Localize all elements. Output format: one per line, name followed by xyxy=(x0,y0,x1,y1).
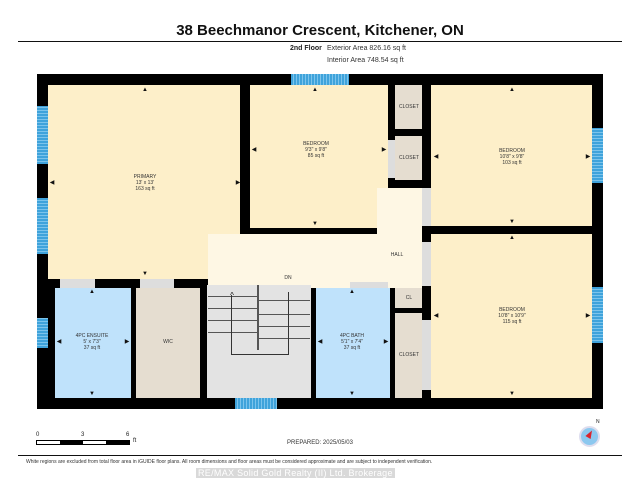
window xyxy=(235,398,277,409)
room-wic xyxy=(136,288,200,398)
dimension-arrow-icon: ▼ xyxy=(142,271,148,277)
door-closet-2[interactable] xyxy=(388,140,395,178)
window xyxy=(592,287,603,343)
room-label-closet-1: CLOSET xyxy=(398,104,420,110)
stair-tread xyxy=(258,326,310,327)
dimension-arrow-icon: ▲ xyxy=(509,235,515,241)
room-stairs xyxy=(207,285,311,398)
room-label-wic: WIC xyxy=(163,339,173,345)
stair-path xyxy=(288,292,289,355)
stair-tread xyxy=(208,320,258,321)
stair-rail xyxy=(257,285,259,350)
dimension-arrow-icon: ◀ xyxy=(56,339,62,345)
window xyxy=(37,318,48,348)
room-closet-2 xyxy=(395,136,422,180)
dimension-arrow-icon: ▶ xyxy=(585,154,591,160)
door-bedroom-3[interactable] xyxy=(422,188,431,226)
dimension-arrow-icon: ▼ xyxy=(89,391,95,397)
door-wic[interactable] xyxy=(140,279,174,288)
dimension-arrow-icon: ▶ xyxy=(235,180,241,186)
dimension-arrow-icon: ▲ xyxy=(142,87,148,93)
room-label-bedroom-2: BEDROOM 9'3" x 9'8" 85 sq ft xyxy=(303,141,329,159)
dimension-arrow-icon: ▲ xyxy=(89,289,95,295)
dimension-arrow-icon: ▼ xyxy=(509,219,515,225)
window xyxy=(592,128,603,183)
disclaimer: White regions are excluded from total fl… xyxy=(26,459,433,465)
window xyxy=(37,106,48,164)
dimension-arrow-icon: ▶ xyxy=(124,339,130,345)
dimension-arrow-icon: ▼ xyxy=(509,391,515,397)
room-label-cl: CL xyxy=(405,295,413,301)
scale-tick-0: 0 xyxy=(36,432,40,438)
dimension-arrow-icon: ▶ xyxy=(381,147,387,153)
door-closet-3[interactable] xyxy=(422,320,431,390)
room-bedroom-3 xyxy=(431,85,592,226)
dimension-arrow-icon: ◀ xyxy=(49,180,55,186)
dimension-arrow-icon: ▲ xyxy=(349,289,355,295)
room-label-bath: 4PC BATH 5'1" x 7'4" 37 sq ft xyxy=(339,333,365,351)
room-hall-entry xyxy=(377,188,422,238)
interior-area: Interior Area 748.54 sq ft xyxy=(327,57,404,64)
dimension-arrow-icon: ▼ xyxy=(349,391,355,397)
dimension-arrow-icon: ▶ xyxy=(383,339,389,345)
stair-tread xyxy=(208,308,258,309)
room-label-bedroom-3: BEDROOM 10'8" x 9'8" 103 sq ft xyxy=(499,148,525,166)
prepared-date: PREPARED: 2025/05/03 xyxy=(287,440,353,446)
room-label-bedroom-4: BEDROOM 10'8" x 10'9" 115 sq ft xyxy=(498,307,526,325)
room-label-closet-3: CLOSET xyxy=(398,352,420,358)
title-divider xyxy=(18,41,622,42)
room-ensuite xyxy=(55,288,131,398)
stair-tread xyxy=(258,314,310,315)
dimension-arrow-icon: ▼ xyxy=(312,221,318,227)
compass-north-label: N xyxy=(596,419,600,425)
room-label-primary: PRIMARY 13' x 13' 163 sq ft xyxy=(133,174,157,192)
stair-up-arrow-icon: ^ xyxy=(230,291,234,300)
dimension-arrow-icon: ◀ xyxy=(433,154,439,160)
dimension-arrow-icon: ▲ xyxy=(312,87,318,93)
scale-tick-3: 3 xyxy=(81,432,85,438)
stair-tread xyxy=(258,338,310,339)
door-ensuite[interactable] xyxy=(60,279,95,288)
brokerage-watermark: RE/MAX Solid Gold Realty (II) Ltd. Broke… xyxy=(196,468,395,478)
room-bedroom-2 xyxy=(250,85,388,228)
dimension-arrow-icon: ◀ xyxy=(251,147,257,153)
stair-tread xyxy=(258,300,310,301)
room-closet-3 xyxy=(395,313,422,398)
scale-unit: ft xyxy=(133,438,137,444)
scale-tick-6: 6 xyxy=(126,432,130,438)
room-bath xyxy=(316,288,390,398)
room-closet-1 xyxy=(395,85,422,129)
floor-plan: ^ PRIMARY 13' x 13' 163 sq ft BEDROOM 9'… xyxy=(37,74,603,409)
dimension-arrow-icon: ◀ xyxy=(433,313,439,319)
footer-divider xyxy=(18,455,622,456)
stair-path xyxy=(231,354,289,355)
scale-segments xyxy=(36,440,130,445)
window xyxy=(37,198,48,254)
compass-icon xyxy=(579,426,600,447)
dimension-arrow-icon: ◀ xyxy=(317,339,323,345)
door-bath[interactable] xyxy=(350,282,388,288)
room-label-hall: HALL xyxy=(390,252,404,258)
room-bedroom-4 xyxy=(431,234,592,398)
room-cl xyxy=(395,288,422,308)
window xyxy=(291,74,349,85)
page-title: 38 Beechmanor Crescent, Kitchener, ON xyxy=(176,22,464,39)
room-label-ensuite: 4PC ENSUITE 5' x 7'3" 37 sq ft xyxy=(75,333,109,351)
stairs-label: DN xyxy=(284,275,292,281)
stair-tread xyxy=(208,296,258,297)
stair-tread xyxy=(208,332,258,333)
door-bedroom-4[interactable] xyxy=(422,242,431,286)
compass-needle xyxy=(585,429,595,439)
dimension-arrow-icon: ▶ xyxy=(585,313,591,319)
room-label-closet-2: CLOSET xyxy=(398,155,420,161)
exterior-area: Exterior Area 826.16 sq ft xyxy=(327,45,406,52)
floor-name: 2nd Floor xyxy=(290,45,322,52)
room-hall xyxy=(208,234,422,288)
stair-path xyxy=(231,295,232,355)
dimension-arrow-icon: ▲ xyxy=(509,87,515,93)
